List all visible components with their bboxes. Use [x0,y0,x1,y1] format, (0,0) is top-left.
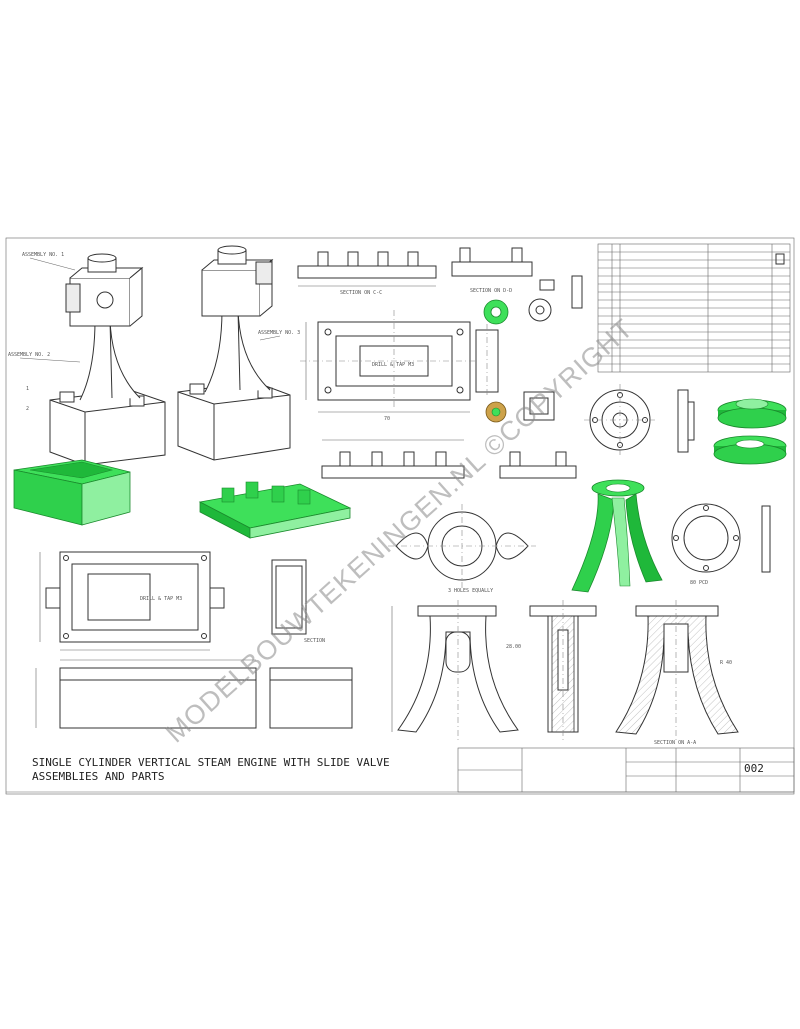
svg-text:70: 70 [384,416,390,422]
gland-green-part [483,299,509,325]
cylinder-cover-front-view [584,384,656,456]
flange-ring-view: 80 PCD [671,503,771,586]
base-plate-front-view [321,439,465,479]
title-block [457,747,795,793]
engine-assembly-iso-left: ASSEMBLY NO. 1 ASSEMBLY NO. 2 1 2 [8,252,166,466]
svg-text:SECTION: SECTION [304,638,325,644]
base-front-elevation [35,659,257,729]
green-frame-casting [571,479,663,593]
cylinder-covers-green-parts [713,398,787,465]
engine-assembly-iso-right: ASSEMBLY NO. 3 [177,245,300,461]
svg-text:ASSEMBLY NO. 1: ASSEMBLY NO. 1 [22,252,64,258]
base-plate-green-part [198,481,352,539]
section-view-top-left: SECTION ON C-C [297,251,437,296]
svg-text:ASSEMBLY NO. 2: ASSEMBLY NO. 2 [8,352,50,358]
frame-section-view: 28.00 [506,600,597,740]
svg-text:ASSEMBLY NO. 3: ASSEMBLY NO. 3 [258,330,300,336]
base-green-part [13,459,131,526]
base-end-elevation [269,667,353,729]
svg-text:80 PCD: 80 PCD [690,580,708,586]
svg-text:28.00: 28.00 [506,644,521,650]
cylinder-cover-side-view [677,389,695,453]
washer-small-parts [523,275,583,421]
nut-gold-part [485,401,507,423]
svg-text:SECTION ON A-A: SECTION ON A-A [654,740,696,746]
svg-text:1: 1 [26,386,29,392]
svg-text:DRILL & TAP M3: DRILL & TAP M3 [140,596,182,602]
sheet-border [5,237,795,795]
frame-front-elevation [391,600,519,740]
base-plate-plan-view: DRILL & TAP M3 70 [300,310,488,422]
base-side-view-small: SECTION [271,559,325,644]
base-plate-side-view [475,324,499,398]
parts-list-table [597,243,791,373]
base-top-view: DRILL & TAP M3 [39,551,225,651]
base-plate-end-view [499,451,577,479]
svg-text:R 40: R 40 [720,660,732,666]
drawing-subtitle: ASSEMBLIES AND PARTS [32,770,164,783]
svg-text:2: 2 [26,406,29,412]
frame-section-on-a-a: SECTION ON A-A R 40 [615,600,739,746]
svg-text:SECTION ON C-C: SECTION ON C-C [340,290,382,296]
svg-text:DRILL & TAP M3: DRILL & TAP M3 [372,362,414,368]
svg-text:3 HOLES EQUALLY: 3 HOLES EQUALLY [448,588,493,594]
frame-plan-view: 3 HOLES EQUALLY [388,504,536,594]
sheet-number: 002 [744,762,764,775]
section-view-top-right: SECTION ON D-D [451,247,533,294]
drawing-title: SINGLE CYLINDER VERTICAL STEAM ENGINE WI… [32,756,390,769]
svg-text:SECTION ON D-D: SECTION ON D-D [470,288,512,294]
